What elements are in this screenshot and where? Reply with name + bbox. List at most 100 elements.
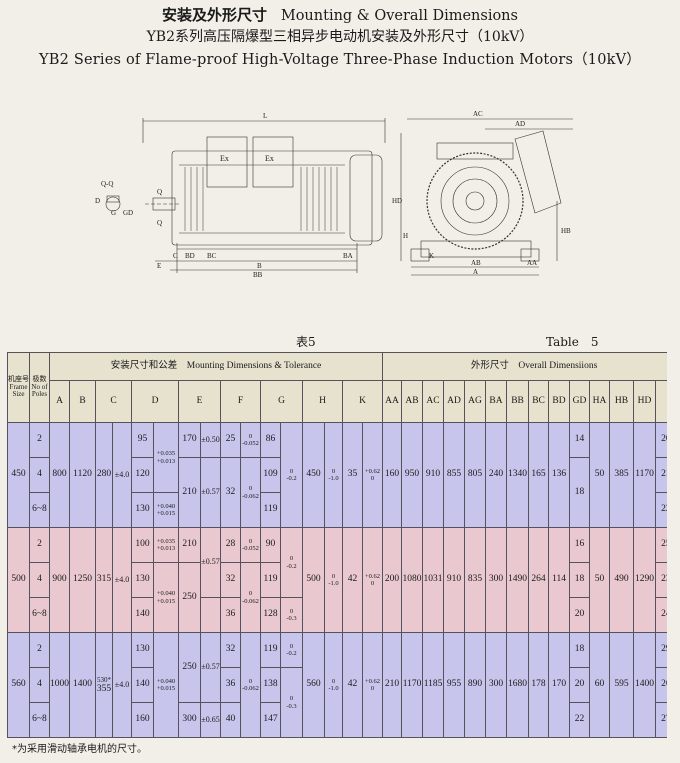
col-bc: BC xyxy=(528,380,550,423)
col-ha: HA xyxy=(589,380,611,423)
cell-f: 25 xyxy=(220,422,241,458)
cell-c-tol: ±4.0 xyxy=(112,632,132,738)
dim-k: K xyxy=(429,252,434,260)
table-row: 450 2 800 1120 280 ±4.0 95 +0.035+0.013 … xyxy=(7,422,667,528)
cell-e: 210 xyxy=(178,457,201,528)
cell-h: 450 xyxy=(302,422,325,528)
cell-g: 90 xyxy=(260,527,281,563)
subtitle-en: YB2 Series of Flame-proof High-Voltage T… xyxy=(38,52,642,68)
cell-e: 250 xyxy=(178,562,201,633)
col-bb: BB xyxy=(506,380,530,423)
cell-g: 119 xyxy=(260,632,281,668)
cell-ha: 50 xyxy=(589,422,611,528)
cell-f-tol: 0-0.062 xyxy=(240,632,261,738)
poles-cell: 4 xyxy=(29,562,50,598)
col-ba: BA xyxy=(485,380,508,423)
col-ac: AC xyxy=(422,380,445,423)
col-l: L xyxy=(655,380,667,423)
end-view-drawing xyxy=(400,118,573,276)
cell-g-tol: 0-0.3 xyxy=(280,597,303,633)
cell-g: 138 xyxy=(260,667,281,703)
col-ab: AB xyxy=(401,380,424,423)
cell-g-tol: 0-0.2 xyxy=(280,422,303,528)
cell-hd: 1400 xyxy=(633,632,657,738)
col-k: K xyxy=(341,380,384,423)
cell-gd: 20 xyxy=(569,597,591,633)
cell-ac: 910 xyxy=(422,422,445,528)
poles-cell: 6~8 xyxy=(29,492,50,528)
cell-ha: 50 xyxy=(589,527,611,633)
group-overall: 外形尺寸 Overall Dimensiions xyxy=(382,352,667,381)
col-hb: HB xyxy=(609,380,635,423)
cell-l: 2580 xyxy=(655,527,667,563)
cell-e: 210 xyxy=(178,527,201,563)
cell-f: 36 xyxy=(220,667,241,703)
cell-f: 28 xyxy=(220,527,241,563)
frame-560: 560 xyxy=(7,632,30,738)
col-frame-size: 机座号 Frame Size xyxy=(7,352,30,423)
cell-bc: 178 xyxy=(528,632,550,738)
cell-g: 109 xyxy=(260,457,281,493)
cell-k: 42 xyxy=(342,527,363,633)
cell-l: 2150 xyxy=(655,457,667,493)
frame-450: 450 xyxy=(7,422,30,528)
cell-gd: 18 xyxy=(569,632,591,668)
cell-d: 95 xyxy=(131,422,154,458)
poles-cell: 6~8 xyxy=(29,702,50,738)
end-view-labels: AC AD HD H HB K AB A AA xyxy=(392,110,571,276)
cell-ad: 855 xyxy=(443,422,466,528)
cell-h-tol: 0-1.0 xyxy=(324,527,343,633)
poles-cell: 6~8 xyxy=(29,597,50,633)
table-row: 560 2 1000 1400 530*355 ±4.0 130 +0.040+… xyxy=(7,632,667,738)
cell-ab: 1080 xyxy=(401,527,424,633)
dim-q-bottom: Q xyxy=(157,219,162,227)
table-row: 500 2 900 1250 315 ±4.0 100 +0.035+0.013… xyxy=(7,527,667,633)
cell-g: 147 xyxy=(260,702,281,738)
dim-gd: GD xyxy=(123,209,133,217)
dim-ba: BA xyxy=(343,252,353,260)
motor-drawings: L Ex Ex Q-Q D GD G Q Q E BD BC C B BB BA… xyxy=(95,110,573,279)
dim-hd: HD xyxy=(392,197,402,205)
dim-l: L xyxy=(263,112,267,120)
cell-b: 1400 xyxy=(69,632,96,738)
cell-e-tol: ±0.65 xyxy=(200,702,221,738)
cell-l: 2600 xyxy=(655,667,667,703)
cell-g: 119 xyxy=(260,562,281,598)
title-zh: 安装及外形尺寸 xyxy=(162,6,268,24)
cell-f-tol: 0-0.062 xyxy=(240,562,261,633)
cell-d: 160 xyxy=(131,702,154,738)
col-c: C xyxy=(95,380,132,423)
cell-c: 530*355 xyxy=(95,632,113,738)
dim-qq: Q-Q xyxy=(101,180,113,188)
dim-h: H xyxy=(403,232,408,240)
cell-f-tol: 0-0.052 xyxy=(240,527,261,563)
cell-d-tol: +0.035+0.013 xyxy=(153,422,179,493)
col-h: H xyxy=(302,380,343,423)
cell-hb: 490 xyxy=(609,527,635,633)
cell-b: 1120 xyxy=(69,422,96,528)
cell-d: 100 xyxy=(131,527,154,563)
table-footnote: *为采用滑动轴承电机的尺寸。 xyxy=(12,744,147,755)
cell-gd: 18 xyxy=(569,562,591,598)
cell-hb: 385 xyxy=(609,422,635,528)
cell-c-tol: ±4.0 xyxy=(112,527,132,633)
cell-f-tol: 0-0.052 xyxy=(240,422,261,458)
cell-ba: 300 xyxy=(485,632,508,738)
cell-k: 35 xyxy=(342,422,363,528)
dim-g: G xyxy=(111,209,116,217)
cell-f: 32 xyxy=(220,457,241,528)
cell-ag: 835 xyxy=(464,527,487,633)
dim-ab: AB xyxy=(471,259,481,267)
cell-e-tol: ±0.50 xyxy=(200,422,221,458)
cell-aa: 160 xyxy=(382,422,403,528)
dim-bb: BB xyxy=(253,271,263,279)
table-caption-en: Table 5 xyxy=(546,335,599,349)
dimensions-table: 机座号 Frame Size 极数 No of Poles 安装尺寸和公差 Mo… xyxy=(7,352,667,738)
cell-g-tol: 0-0.2 xyxy=(280,527,303,598)
dim-b: B xyxy=(257,262,262,270)
col-d: D xyxy=(131,380,179,423)
col-a: A xyxy=(49,380,70,423)
